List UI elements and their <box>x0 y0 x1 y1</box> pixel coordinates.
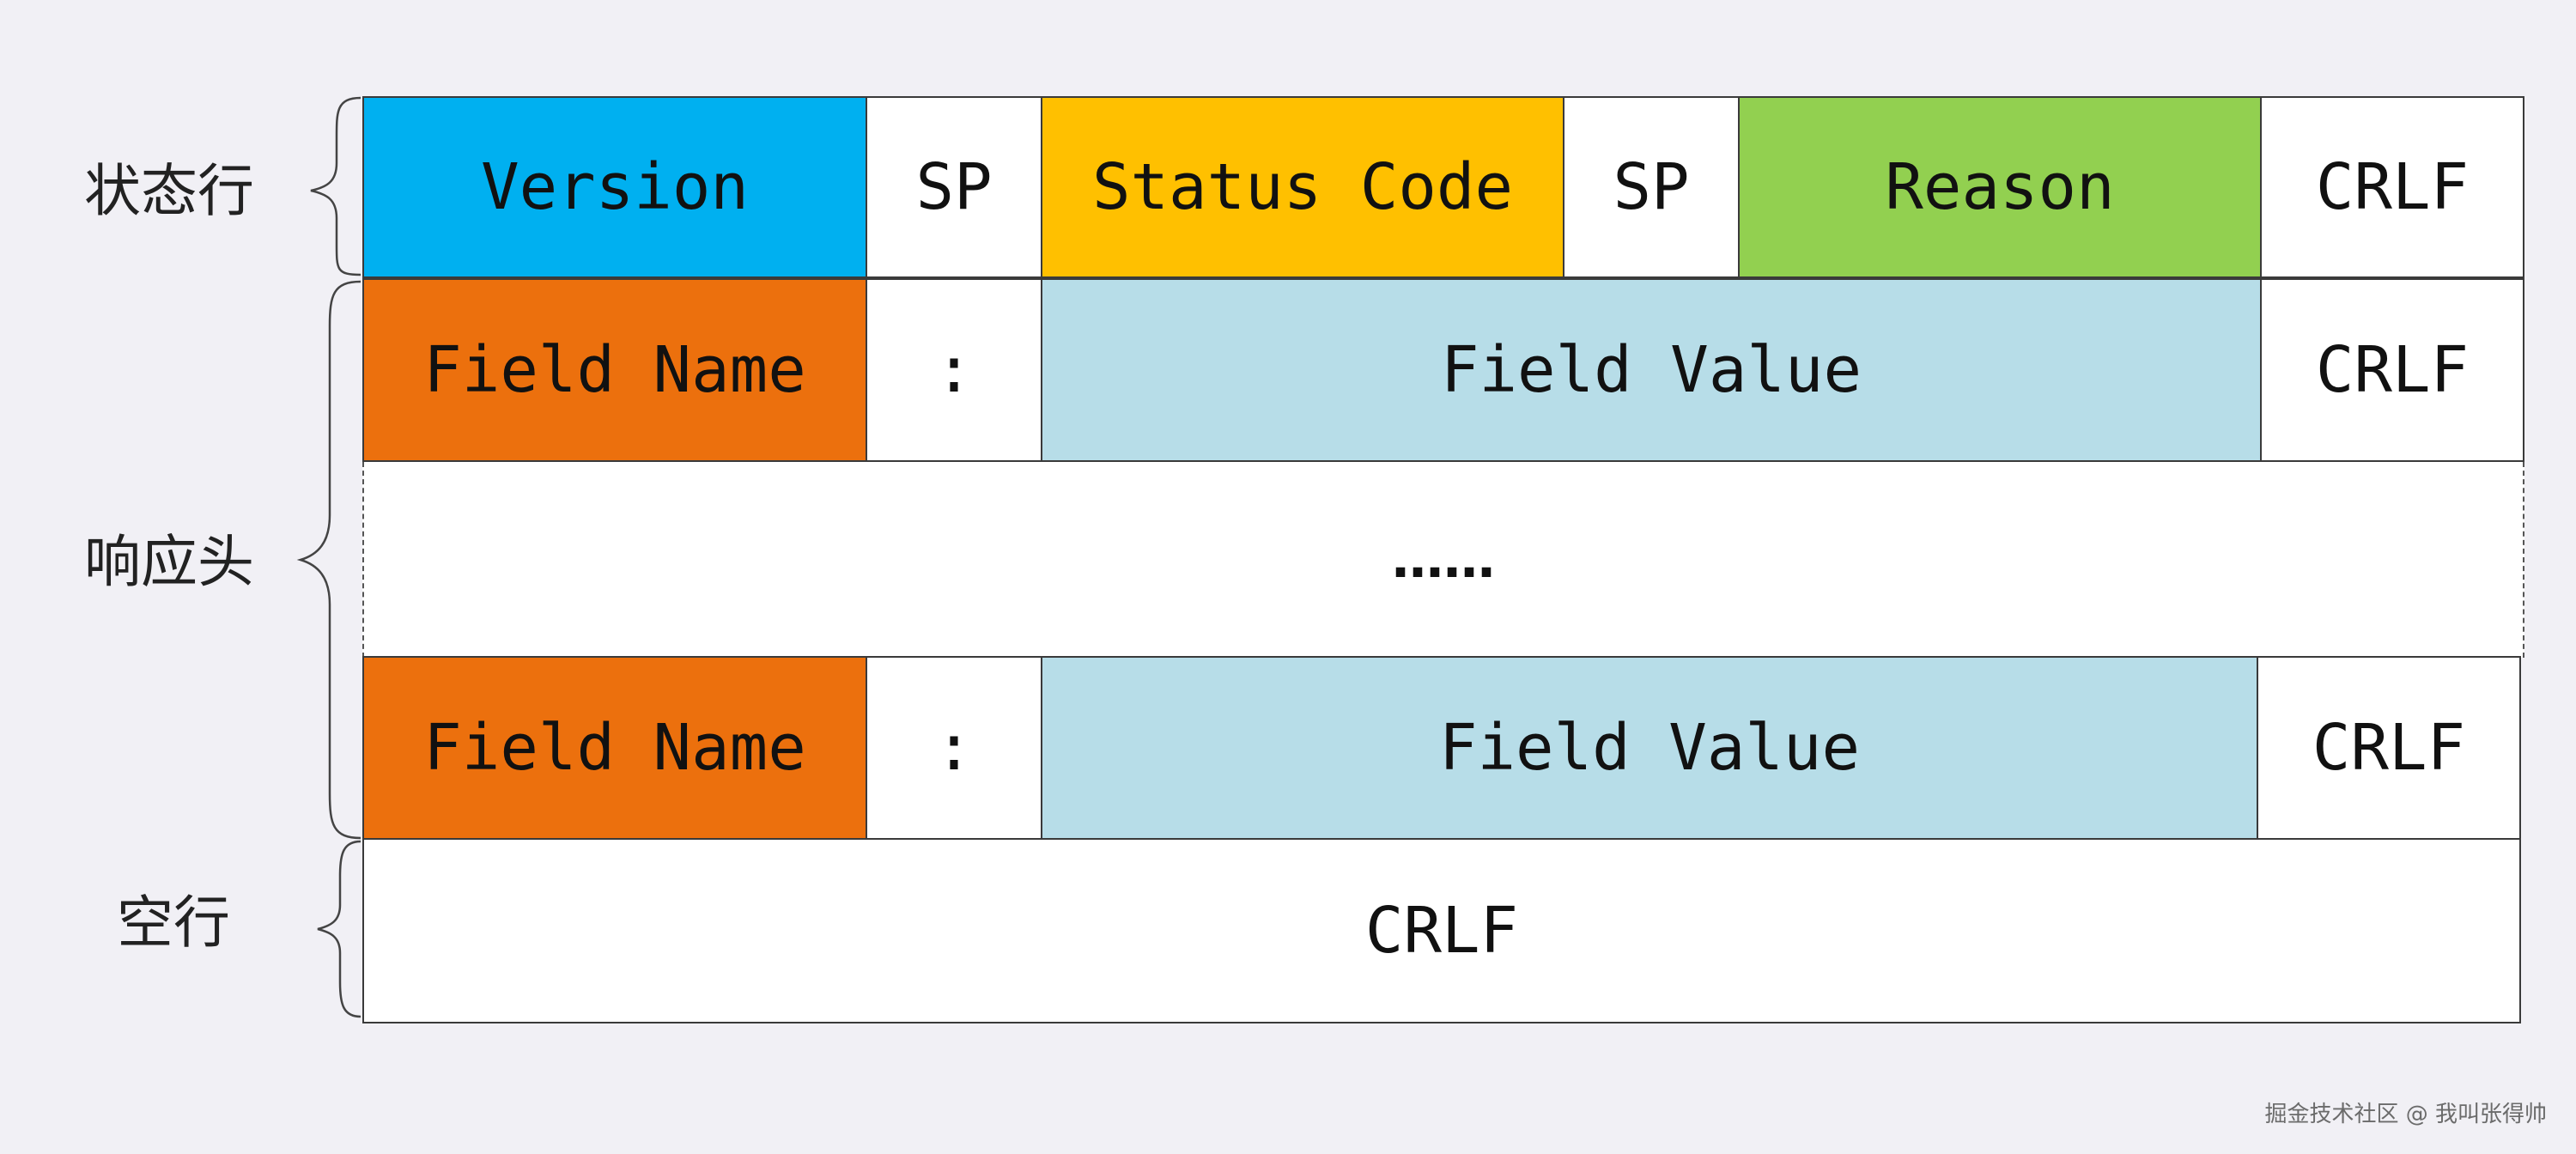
field-name-cell-2: Field Name <box>362 656 867 840</box>
header-crlf-cell-2: CRLF <box>2257 656 2521 840</box>
field-name-cell-1: Field Name <box>362 278 867 462</box>
colon-cell-2: : <box>866 656 1042 840</box>
sp-cell-2: SP <box>1563 96 1740 278</box>
status-code-cell: Status Code <box>1041 96 1564 278</box>
field-value-cell-1: Field Value <box>1041 278 2262 462</box>
braces <box>296 96 361 1018</box>
field-value-cell-2: Field Value <box>1041 656 2258 840</box>
reason-cell: Reason <box>1738 96 2262 278</box>
watermark: 掘金技术社区 @ 我叫张得帅 <box>2264 1102 2547 1127</box>
sp-cell-1: SP <box>866 96 1042 278</box>
version-cell: Version <box>362 96 867 278</box>
ellipsis-text: …… <box>1392 530 1495 590</box>
ellipsis-row: …… <box>362 462 2524 658</box>
blank-line-brace <box>317 840 361 1018</box>
header-crlf-cell-1: CRLF <box>2260 278 2524 462</box>
response-headers-label: 响应头 <box>84 529 254 595</box>
colon-cell-1: : <box>866 278 1042 462</box>
blank-line-crlf-cell: CRLF <box>362 838 2521 1023</box>
status-line-brace <box>310 96 361 276</box>
status-line-crlf-cell: CRLF <box>2260 96 2524 278</box>
blank-line-label: 空行 <box>117 890 230 956</box>
status-line-label: 状态行 <box>84 158 254 224</box>
response-headers-brace <box>296 280 361 840</box>
